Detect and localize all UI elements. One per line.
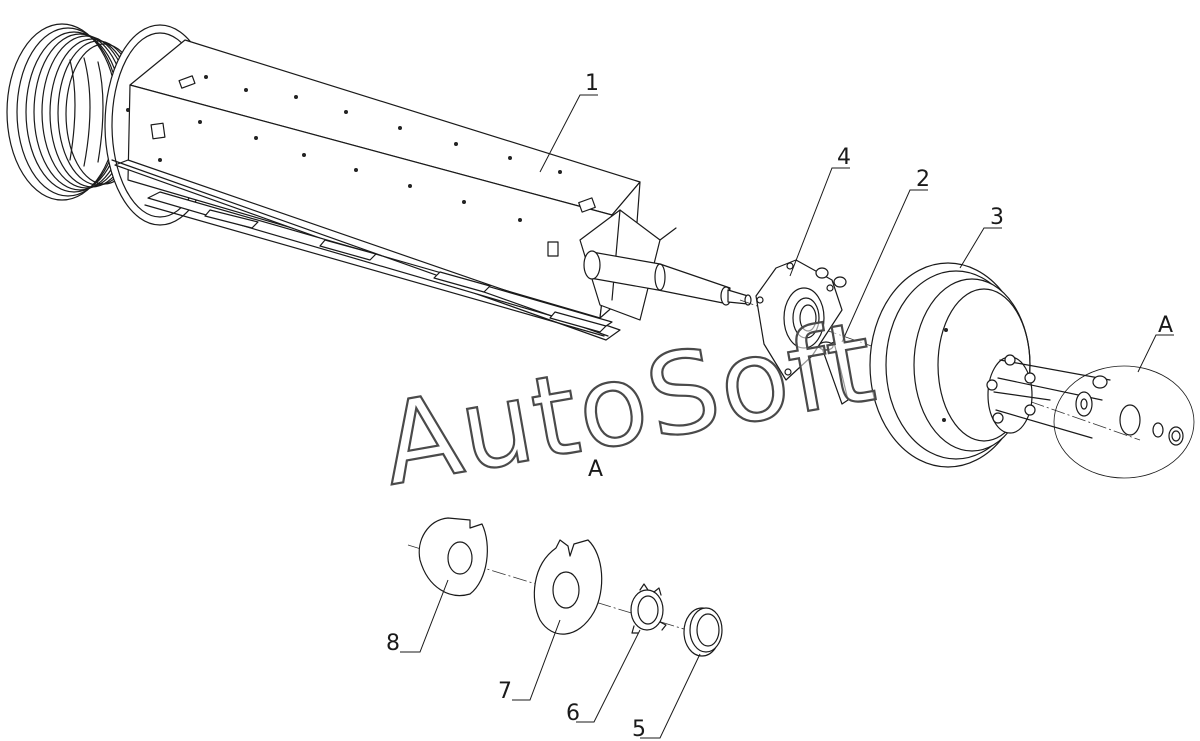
shaft — [583, 250, 752, 306]
callout-8: 8 — [386, 631, 400, 656]
callout-1: 1 — [585, 71, 599, 96]
nut — [683, 607, 723, 657]
washer — [418, 517, 488, 596]
lock-washer — [630, 583, 667, 634]
hopper-body — [104, 24, 677, 341]
drum-pulley — [869, 262, 1111, 468]
detail-a-outline — [1053, 365, 1195, 479]
callout-5: 5 — [632, 717, 646, 741]
callout-6: 6 — [566, 701, 580, 726]
pin — [818, 341, 849, 405]
callout-2: 2 — [916, 167, 930, 192]
detail-a-title: A — [588, 457, 603, 482]
watermark-text: AutoSoft — [373, 297, 885, 511]
callout-3: 3 — [990, 205, 1004, 230]
callout-7: 7 — [498, 679, 512, 704]
tab-washer — [533, 539, 603, 635]
bearing-flange — [755, 259, 847, 381]
leader-lines — [400, 94, 1174, 739]
detail-a-label: A — [1158, 313, 1173, 338]
callout-4: 4 — [837, 145, 851, 170]
